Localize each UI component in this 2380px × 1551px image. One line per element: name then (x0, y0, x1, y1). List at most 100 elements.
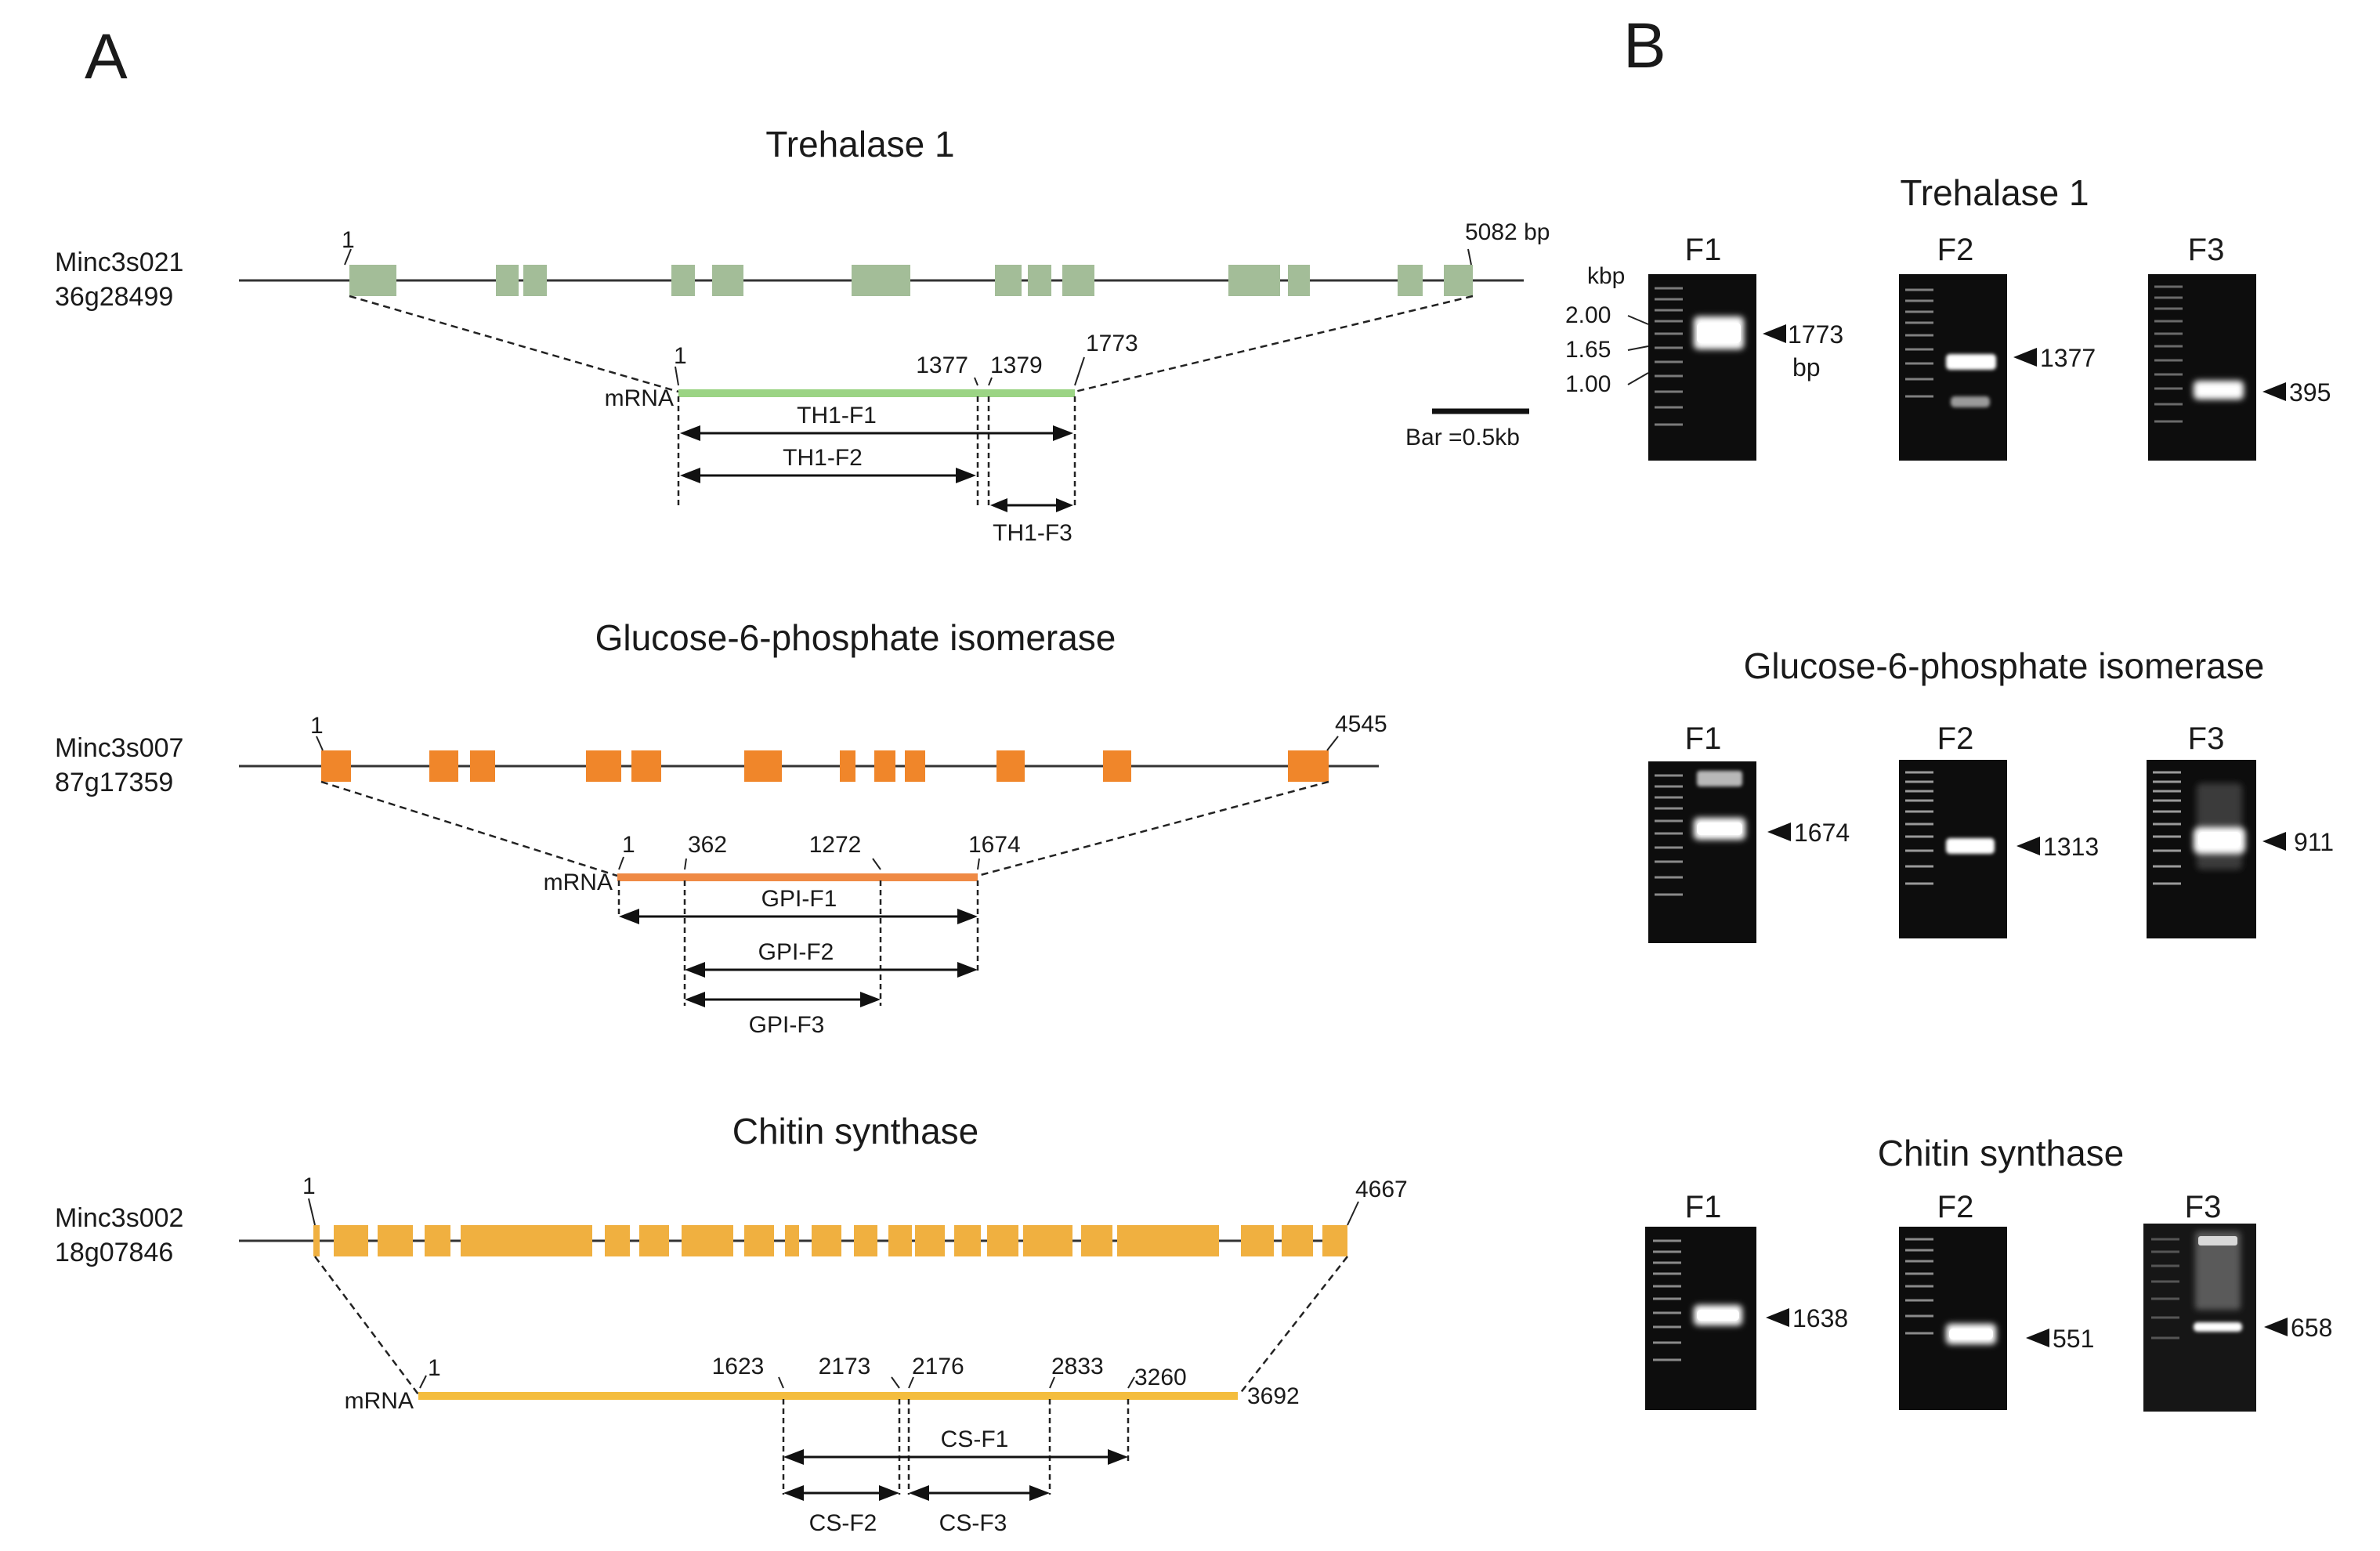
panel-a-letter: A (85, 21, 128, 92)
mrna-pos-3: 1379 (990, 352, 1043, 378)
mapping-line (314, 1256, 419, 1395)
lane-label: F1 (1685, 233, 1722, 267)
ladder-bands (2154, 285, 2183, 423)
mrna-pos-2: 362 (688, 832, 727, 858)
ladder-bands (1905, 288, 1933, 398)
mrna-pos-1: 1 (622, 832, 635, 858)
pos-tick (1074, 356, 1085, 386)
exon (334, 1225, 368, 1256)
mrna-pos-1: 1 (674, 343, 687, 369)
mapping-line (977, 780, 1329, 877)
gel-image (1645, 1227, 1756, 1410)
exon (496, 265, 519, 296)
pos-tick (1049, 1376, 1055, 1389)
gel-row-title: Trehalase 1 (1900, 172, 2089, 213)
fragment-arrow-gpi-f3: GPI-F3 (685, 992, 881, 1038)
exon (744, 750, 782, 782)
band-size: 395 (2289, 378, 2331, 407)
exon (888, 1225, 912, 1256)
fragment-arrow-gpi-f1: GPI-F1 (619, 886, 978, 924)
ladder-tick (1627, 315, 1649, 325)
gel-row-trehalase: Trehalase 1 kbp 2.00 1.65 1.00 F1 1773 b… (1565, 172, 2331, 461)
mapping-line (1239, 1256, 1348, 1395)
size-arrow (2262, 382, 2286, 401)
size-arrow (1766, 1308, 1789, 1327)
genomic-start: 1 (302, 1173, 316, 1199)
lane-label: F3 (2185, 1190, 2222, 1224)
scale-bar-label: Bar =0.5kb (1405, 425, 1520, 450)
size-arrow (1767, 822, 1791, 841)
band-size: 911 (2294, 828, 2334, 856)
size-arrow (2264, 1318, 2288, 1336)
lane-label: F2 (1937, 1190, 1974, 1224)
genomic-end: 4545 (1335, 711, 1387, 737)
sample-band (1949, 1329, 1993, 1340)
scale-bar: Bar =0.5kb (1405, 408, 1529, 450)
gene-title-trehalase: Trehalase 1 (765, 124, 954, 164)
gene-structure-gpi: Glucose-6-phosphate isomerase Minc3s007 … (55, 617, 1387, 1038)
exon (852, 265, 910, 296)
exon (954, 1225, 981, 1256)
sample-band (2194, 1322, 2242, 1332)
mrna-label: mRNA (345, 1388, 414, 1414)
ladder-bands (2151, 1238, 2179, 1340)
sample-band (1946, 838, 1995, 854)
exon (1288, 265, 1310, 296)
ladder-unit: kbp (1587, 263, 1625, 289)
mrna-pos-2: 1377 (916, 352, 968, 378)
mrna-label: mRNA (544, 870, 613, 895)
exon (1322, 1225, 1347, 1256)
mapping-line (349, 295, 679, 393)
gene-id-line1: Minc3s021 (55, 248, 183, 277)
exon (1117, 1225, 1219, 1256)
exon (470, 750, 495, 782)
exon (429, 750, 458, 782)
exon (523, 265, 547, 296)
exon (1062, 265, 1094, 296)
mrna-pos-2: 1623 (712, 1354, 765, 1379)
exon (321, 750, 351, 782)
ladder-tick (1627, 345, 1649, 351)
sample-band (1697, 822, 1742, 835)
gel-image (1648, 761, 1756, 943)
size-arrow (2026, 1329, 2049, 1347)
exon (313, 1225, 320, 1256)
sample-band (1697, 1310, 1739, 1321)
genomic-start: 1 (310, 713, 324, 739)
band-size: 1638 (1792, 1304, 1848, 1332)
fragment-label: CS-F2 (809, 1510, 877, 1536)
lane-label: F2 (1937, 721, 1974, 756)
start-tick (344, 248, 352, 266)
exon (682, 1225, 733, 1256)
exon (1288, 750, 1329, 782)
mrna-pos-1: 1 (428, 1355, 441, 1381)
sample-band (2198, 1236, 2237, 1246)
pos-tick (908, 1376, 914, 1389)
size-arrow (2013, 348, 2037, 367)
exon (1398, 265, 1423, 296)
mrna-label: mRNA (605, 385, 674, 411)
gene-id-line2: 18g07846 (55, 1238, 173, 1267)
start-tick (316, 736, 324, 751)
gel-image (1899, 1227, 2007, 1410)
ladder-mark: 1.00 (1565, 371, 1611, 397)
fragment-arrow-gpi-f2: GPI-F2 (685, 939, 978, 978)
end-tick (1326, 736, 1339, 751)
exon (1028, 265, 1051, 296)
pos-tick (675, 366, 679, 386)
pos-tick (872, 858, 881, 870)
exon (461, 1225, 592, 1256)
pos-tick (419, 1375, 427, 1389)
ladder-bands (1655, 287, 1683, 426)
gene-id-line2: 87g17359 (55, 768, 173, 797)
exon (905, 750, 925, 782)
fragment-arrow-cs-f3: CS-F3 (909, 1485, 1050, 1536)
ladder-bands (1905, 771, 1933, 885)
fragment-label: GPI-F1 (761, 886, 837, 912)
end-tick (1467, 248, 1472, 266)
gene-id-line1: Minc3s007 (55, 733, 183, 763)
genomic-end: 4667 (1355, 1177, 1408, 1202)
exon (1241, 1225, 1274, 1256)
gel-image (1648, 274, 1756, 461)
ladder-bands (1905, 1238, 1933, 1335)
